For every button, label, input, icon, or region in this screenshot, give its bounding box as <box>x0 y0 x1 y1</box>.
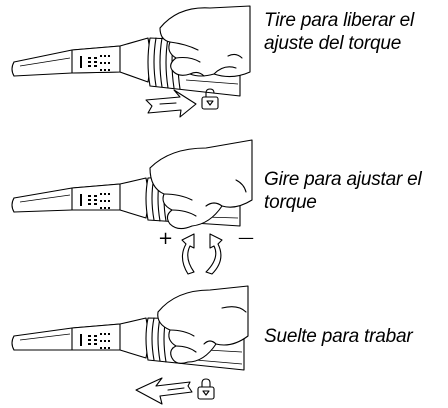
wrench-hand-illustration <box>11 139 253 275</box>
step-pull-unlock: Tire para liberar el ajuste del torque <box>0 0 448 130</box>
wrench-hand-illustration <box>11 285 249 405</box>
decrease-symbol: — <box>238 228 254 247</box>
rotate-arrows-icon <box>181 233 223 275</box>
lock-icon <box>197 378 215 400</box>
increase-symbol: + <box>158 228 174 249</box>
step-release-lock: Suelte para trabar <box>0 278 448 408</box>
wrench-hand-illustration <box>11 5 251 118</box>
step-rotate-adjust: + — Gire para ajustar el torque <box>0 139 448 275</box>
step-3-caption: Suelte para trabar <box>264 326 413 347</box>
step-1-caption: Tire para liberar el ajuste del torque <box>264 10 415 54</box>
step-2-caption: Gire para ajustar el torque <box>264 169 422 213</box>
unlock-icon <box>201 88 219 110</box>
